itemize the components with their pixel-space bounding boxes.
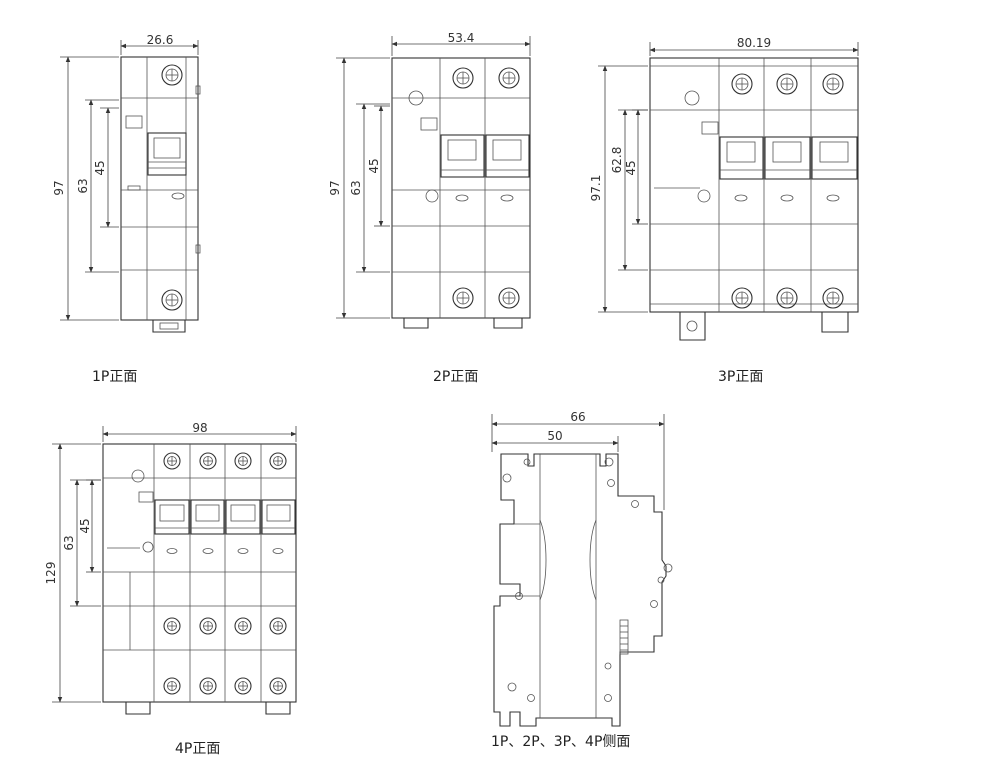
- dim-4p-45: 45: [78, 518, 92, 533]
- terminal-screw: [161, 289, 183, 311]
- dim-1p-45: 45: [93, 160, 107, 175]
- dim-2p-width: 53.4: [448, 31, 475, 45]
- dim-1p-width: 26.6: [147, 33, 174, 47]
- view-1p-front: 26.6 97 63 45 1P正面: [52, 33, 201, 385]
- terminal-screw: [776, 73, 798, 95]
- terminal-screw: [199, 617, 217, 635]
- dim-2p-height: 97: [328, 180, 342, 195]
- terminal-screw: [161, 64, 183, 86]
- terminal-screw: [199, 677, 217, 695]
- dim-3p-width: 80.19: [737, 36, 771, 50]
- caption-2p: 2P正面: [433, 369, 478, 385]
- terminal-screw: [452, 67, 474, 89]
- terminal-screw: [498, 287, 520, 309]
- dim-4p-height: 129: [44, 562, 58, 585]
- terminal-screw: [234, 617, 252, 635]
- dim-2p-63: 63: [349, 180, 363, 195]
- dim-4p-width: 98: [192, 421, 207, 435]
- terminal-screw: [199, 452, 217, 470]
- dim-side-50: 50: [547, 429, 562, 443]
- dim-1p-height: 97: [52, 180, 66, 195]
- terminal-screw: [731, 73, 753, 95]
- terminal-screw: [269, 677, 287, 695]
- terminal-screw: [776, 287, 798, 309]
- terminal-screw: [234, 452, 252, 470]
- dim-side-66: 66: [570, 410, 585, 424]
- caption-3p: 3P正面: [718, 369, 763, 385]
- caption-side: 1P、2P、3P、4P侧面: [491, 734, 630, 750]
- dim-3p-45: 45: [624, 160, 638, 175]
- terminal-screw: [234, 677, 252, 695]
- terminal-screw: [163, 617, 181, 635]
- terminal-screw: [269, 617, 287, 635]
- terminal-screw: [731, 287, 753, 309]
- dim-1p-63: 63: [76, 178, 90, 193]
- terminal-screw: [822, 73, 844, 95]
- terminal-screw: [498, 67, 520, 89]
- view-3p-front: 80.19 97.1 62.8 45 3P正面: [589, 36, 859, 385]
- dim-3p-63: 62.8: [610, 147, 624, 174]
- caption-1p: 1P正面: [92, 369, 137, 385]
- dim-3p-height: 97.1: [589, 175, 603, 202]
- view-side: 66 50 1P、2P、3P、4P侧面: [491, 410, 673, 750]
- dim-2p-45: 45: [367, 158, 381, 173]
- terminal-screw: [163, 452, 181, 470]
- terminal-screw: [822, 287, 844, 309]
- view-2p-front: 53.4 97 63 45 2P正面: [328, 31, 531, 385]
- view-4p-front: 98 129 63 45 4P正面: [44, 421, 297, 757]
- dim-4p-63: 63: [62, 535, 76, 550]
- terminal-screw: [163, 677, 181, 695]
- terminal-screw: [452, 287, 474, 309]
- terminal-screw: [269, 452, 287, 470]
- caption-4p: 4P正面: [175, 741, 220, 757]
